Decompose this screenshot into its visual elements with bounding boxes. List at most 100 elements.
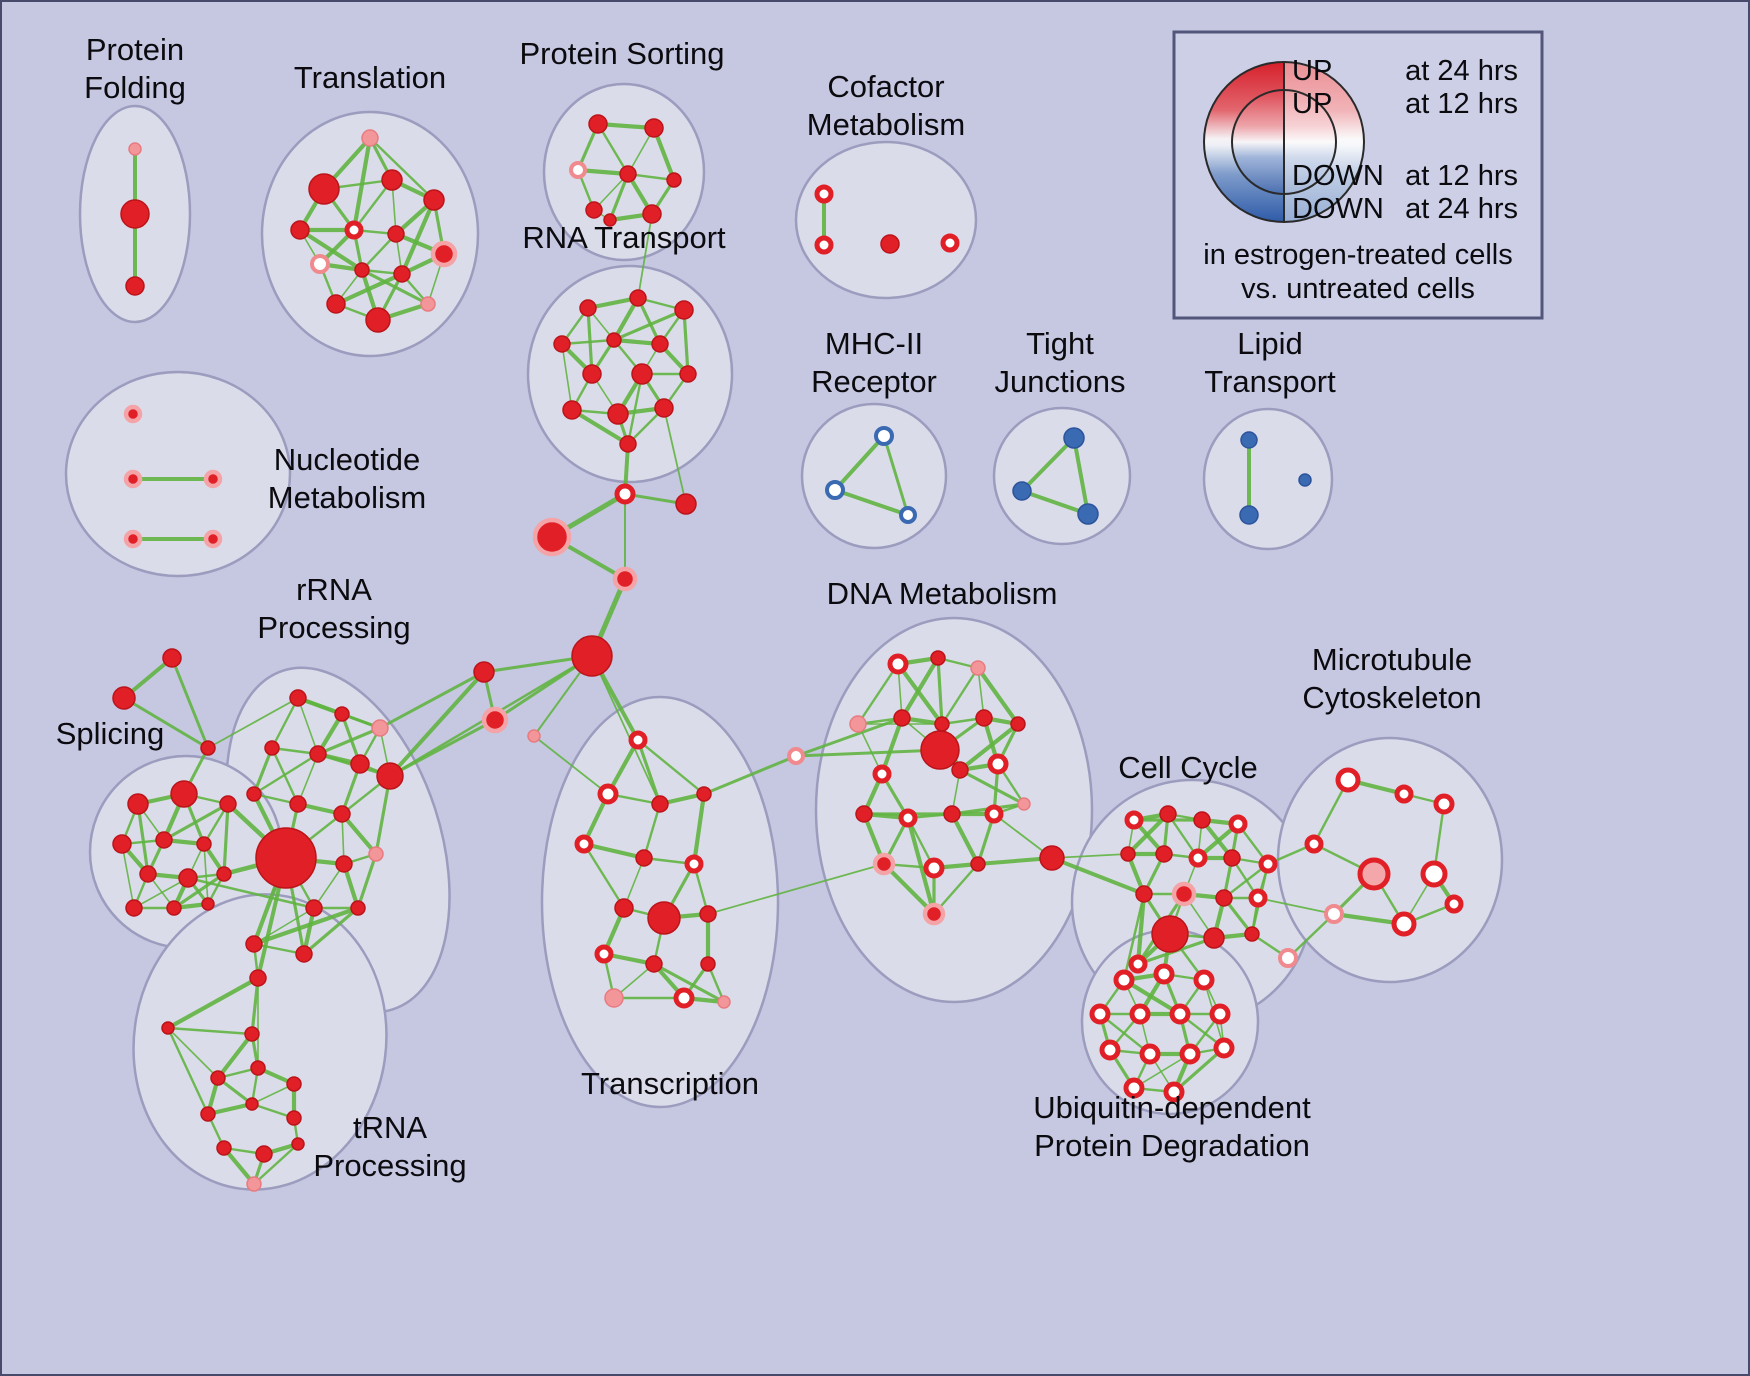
edge-splicing [121, 843, 135, 909]
cluster-label-tight-junctions: Junctions [995, 364, 1126, 399]
cluster-label-cofactor-metabolism: Metabolism [807, 107, 966, 142]
node-trna-processing-5 [286, 1076, 302, 1092]
legend-row-3-word: DOWN [1292, 193, 1384, 225]
edge-link-transcription-backbone [702, 754, 798, 796]
node-microtubule-cytoskeleton-2 [1433, 793, 1455, 815]
node-protein-sorting-4 [666, 172, 682, 188]
legend-row-3-time: at 24 hrs [1405, 193, 1518, 225]
edge-ubiquitin-degradation [1098, 1012, 1152, 1056]
node-dna-metabolism-18 [923, 857, 945, 879]
node-cell-cycle-14 [1203, 927, 1225, 949]
node-lipid-transport-0 [1240, 431, 1258, 449]
node-rrna-processing-9 [333, 805, 351, 823]
node-rna-transport-10 [607, 403, 629, 425]
node-ubiquitin-degradation-9 [1179, 1043, 1201, 1065]
node-rna-transport-4 [606, 332, 622, 348]
node-rna-transport-7 [631, 363, 653, 385]
edge-rrna-processing [313, 863, 345, 909]
node-rna-transport-12 [619, 435, 637, 453]
node-rna-transport-0 [579, 299, 597, 317]
edge-rrna-processing [316, 726, 382, 756]
node-cell-cycle-3 [1228, 814, 1248, 834]
edge-translation [297, 227, 365, 273]
node-protein-sorting-1 [644, 118, 664, 138]
node-cell-cycle-15 [1244, 926, 1260, 942]
node-splicing-5 [196, 836, 212, 852]
node-transcription-9 [699, 905, 717, 923]
node-rrna-processing-8 [289, 795, 307, 813]
node-translation-13 [420, 296, 436, 312]
node-protein-sorting-0 [588, 114, 608, 134]
edge-backbone [122, 696, 210, 750]
node-translation-5 [344, 220, 364, 240]
cluster-area-translation [260, 110, 480, 358]
node-cell-cycle-1 [1159, 805, 1177, 823]
node-splicing-9 [125, 899, 143, 917]
legend-row-2-word: DOWN [1292, 160, 1384, 192]
node-dna-metabolism-14 [943, 805, 961, 823]
node-trna-processing-9 [216, 1140, 232, 1156]
node-transcription-3 [696, 786, 712, 802]
node-translation-0 [361, 129, 379, 147]
node-splicing-10 [166, 900, 182, 916]
node-transcription-14 [673, 987, 695, 1009]
node-protein-sorting-5 [585, 201, 603, 219]
node-ubiquitin-degradation-4 [1129, 1003, 1151, 1025]
cluster-label-tight-junctions: Tight [1026, 326, 1094, 361]
cluster-label-trna-processing: Processing [313, 1148, 466, 1183]
node-rrna-processing-0 [289, 689, 307, 707]
edge-trna-processing [215, 1031, 255, 1081]
node-cell-cycle-10 [1171, 881, 1197, 907]
edge-rrna-processing [302, 906, 360, 956]
cluster-label-splicing: Splicing [56, 716, 165, 751]
node-rrna-processing-16 [295, 945, 313, 963]
node-tight-junctions-1 [1012, 481, 1032, 501]
node-cell-cycle-11 [1215, 889, 1233, 907]
node-translation-1 [308, 173, 340, 205]
node-dna-metabolism-6 [975, 709, 993, 727]
cluster-label-lipid-transport: Lipid [1237, 326, 1303, 361]
node-rrna-processing-11 [335, 855, 353, 873]
edge-splicing [222, 802, 230, 876]
node-rna-transport-6 [582, 364, 602, 384]
node-rrna-processing-5 [350, 754, 370, 774]
edge-link-transcription-dna-metabolism [707, 863, 885, 915]
edge-trna-processing [166, 1026, 210, 1116]
edge-rna-transport [612, 308, 686, 342]
edge-splicing [172, 872, 226, 910]
cluster-label-protein-folding: Folding [84, 70, 186, 105]
edge-dna-metabolism [957, 721, 1021, 773]
edge-translation [360, 268, 430, 306]
node-protein-folding-2 [125, 276, 145, 296]
cluster-area-mhc-ii-receptor [800, 402, 948, 550]
edge-transcription [581, 841, 647, 861]
node-cell-cycle-8 [1258, 854, 1278, 874]
node-dna-metabolism-10 [951, 761, 969, 779]
node-lipid-transport-1 [1239, 505, 1259, 525]
node-cell-cycle-0 [1124, 810, 1144, 830]
cluster-label-ubiquitin-degradation: Protein Degradation [1034, 1128, 1310, 1163]
node-cofactor-metabolism-2 [880, 234, 900, 254]
node-cell-cycle-16 [1128, 954, 1148, 974]
edge-transcription [636, 738, 662, 806]
node-transcription-0 [628, 730, 648, 750]
node-rrna-processing-12 [368, 846, 384, 862]
edge-translation [368, 136, 436, 202]
cluster-label-mhc-ii-receptor: Receptor [811, 364, 937, 399]
node-translation-10 [393, 265, 411, 283]
node-backbone-4 [571, 635, 613, 677]
node-rrna-processing-4 [309, 745, 327, 763]
edge-rrna-processing [356, 852, 378, 910]
cluster-label-protein-folding: Protein [86, 32, 184, 67]
node-translation-8 [310, 254, 330, 274]
cluster-area-lipid-transport [1202, 407, 1334, 551]
node-nucleotide-metabolism-4 [203, 529, 223, 549]
edge-rna-transport [682, 308, 690, 376]
node-splicing-6 [139, 865, 157, 883]
edge-dna-metabolism [856, 662, 900, 726]
legend-caption-line2: vs. untreated cells [1241, 273, 1475, 305]
edge-rna-transport [626, 372, 644, 446]
edge-splicing [133, 877, 189, 909]
edge-transcription [582, 842, 626, 910]
node-microtubule-cytoskeleton-5 [1420, 860, 1448, 888]
